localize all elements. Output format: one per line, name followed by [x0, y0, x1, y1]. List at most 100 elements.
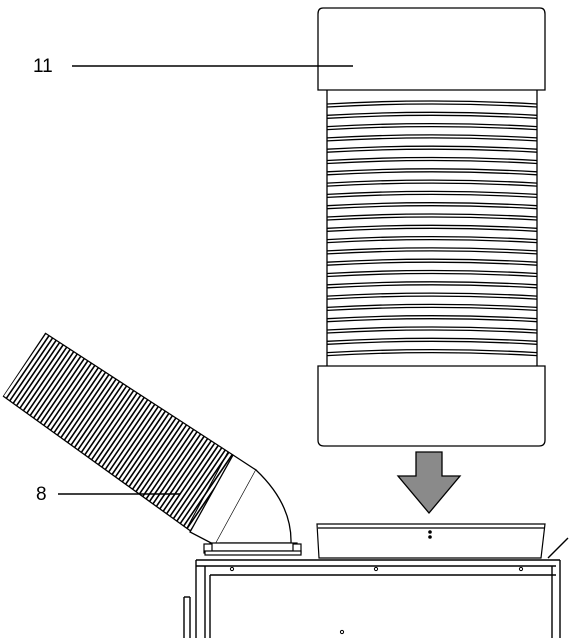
- hose-corrugation: [68, 372, 126, 457]
- bellows-ridge: [326, 284, 538, 289]
- bellows-ridge: [326, 114, 538, 119]
- bellows-ridge: [326, 281, 538, 286]
- bellows-ridge: [326, 258, 538, 263]
- hose-corrugation: [3, 333, 57, 410]
- bellows-ridge: [326, 326, 538, 331]
- bellows-ridge: [326, 111, 538, 116]
- hose-corrugation: [50, 361, 109, 445]
- hose-corrugation: [109, 401, 168, 485]
- bellows-ridge: [326, 250, 538, 255]
- hose-corrugation: [85, 384, 144, 469]
- hose-corrugation: [102, 396, 161, 481]
- hose-corrugation: [78, 379, 137, 464]
- bellows-ridge: [326, 137, 538, 142]
- bellows-ridge: [326, 348, 538, 354]
- hose-bellows: [326, 100, 538, 357]
- bellows-ridge: [326, 190, 538, 196]
- bellows-ridge: [326, 227, 538, 232]
- hose-corrugation: [154, 431, 213, 516]
- hose-corrugation: [99, 394, 157, 478]
- hose-corrugation: [12, 335, 71, 419]
- callout-label-8: 8: [36, 484, 47, 505]
- hose-corrugation: [88, 387, 147, 471]
- hose-corrugation: [47, 358, 105, 443]
- angled-hose: [2, 332, 292, 546]
- bellows-ridge: [326, 103, 538, 108]
- hose-corrugation: [29, 346, 88, 431]
- bellows-ridge: [326, 159, 538, 165]
- bellows-ridge: [326, 182, 538, 187]
- hose-corrugation: [82, 382, 140, 466]
- bellows-ridge: [326, 122, 538, 128]
- bellows-ridge: [326, 292, 538, 297]
- top-cuff: [317, 7, 546, 91]
- hose-corrugation: [172, 443, 230, 528]
- hose-corrugation: [141, 422, 199, 507]
- bellows-ridge: [326, 329, 538, 334]
- hose-corrugation: [168, 441, 227, 525]
- down-arrow: [396, 451, 462, 515]
- hose-corrugation: [151, 429, 210, 514]
- hose-corrugation: [165, 439, 223, 523]
- hose-corrugation: [113, 403, 171, 488]
- hose-corrugation: [43, 356, 102, 440]
- hose-corrugation: [179, 448, 233, 532]
- bellows-ridge: [326, 213, 538, 218]
- hose-corrugation: [57, 365, 116, 450]
- hose-corrugation: [9, 333, 67, 417]
- hose-corrugation: [130, 415, 189, 499]
- bellows-ridge: [326, 148, 538, 153]
- bellows-ridge: [326, 216, 538, 221]
- hose-corrugation: [5, 333, 64, 414]
- bellows-ridge: [326, 171, 538, 176]
- hose-corrugation: [22, 342, 81, 426]
- bellows-ridge: [326, 247, 538, 252]
- bellows-ridge: [326, 134, 538, 139]
- bellows-ridge: [326, 261, 538, 266]
- bellows-ridge: [326, 272, 538, 278]
- bellows-ridge: [326, 235, 538, 241]
- bellows-ridge: [326, 318, 538, 323]
- hose-corrugation: [16, 337, 74, 421]
- hose-corrugation: [40, 353, 98, 438]
- hose-corrugation: [95, 391, 154, 476]
- top-port-plate: [316, 523, 546, 559]
- bellows-ridge: [326, 145, 538, 150]
- bellows-ridge: [326, 351, 538, 357]
- hose-corrugation: [161, 436, 220, 521]
- callout-label-11: 11: [33, 56, 53, 77]
- vertical-hose: [317, 7, 546, 447]
- hose-corrugation: [36, 351, 95, 436]
- hose-corrugation: [120, 408, 178, 492]
- hose-corrugation: [26, 344, 85, 429]
- hose-corrugation: [137, 420, 196, 504]
- bellows-ridge: [326, 193, 538, 199]
- bellows-ridge: [326, 100, 538, 105]
- unit-housing: [183, 537, 569, 638]
- hose-corrugation: [33, 349, 91, 433]
- hose-corrugation: [54, 363, 112, 447]
- hose-corrugation: [92, 389, 150, 473]
- bellows-ridge: [326, 224, 538, 229]
- hose-port-collar: [203, 542, 302, 556]
- bellows-ridge: [326, 340, 538, 345]
- hose-corrugation: [71, 375, 130, 459]
- hose-corrugation: [116, 405, 175, 490]
- housing-screws: [229, 566, 524, 635]
- bellows-ridge: [326, 168, 538, 173]
- hose-corrugation: [106, 398, 164, 483]
- hose-corrugation: [158, 434, 216, 518]
- hose-corrugation: [64, 370, 123, 455]
- bellows-ridge: [326, 337, 538, 342]
- hose-corrugation: [134, 417, 192, 502]
- hose-corrugation: [123, 410, 182, 495]
- bellows-ridge: [326, 295, 538, 300]
- bellows-ridge: [326, 156, 538, 162]
- hose-corrugation: [19, 339, 78, 424]
- bellows-ridge: [326, 269, 538, 275]
- bellows-ridge: [326, 179, 538, 184]
- bottom-cuff: [317, 365, 546, 447]
- bellows-ridge: [326, 125, 538, 131]
- bellows-ridge: [326, 303, 538, 309]
